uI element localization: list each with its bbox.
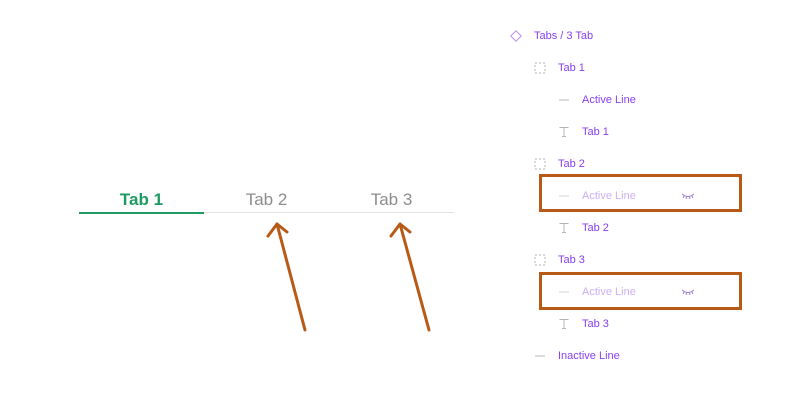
layer-label: Active Line	[582, 286, 636, 298]
layer-label: Tab 3	[558, 254, 585, 266]
highlight-box-tab-3-active-line	[539, 272, 742, 310]
frame-icon	[534, 158, 546, 170]
text-icon	[559, 319, 569, 329]
tab-3[interactable]: Tab 3	[329, 186, 454, 213]
text-icon	[559, 127, 569, 137]
line-icon	[559, 195, 569, 197]
line-icon	[559, 291, 569, 293]
layer-label: Tab 1	[582, 126, 609, 138]
arrow-to-tab-2	[266, 222, 307, 332]
line-icon	[559, 99, 569, 101]
tab-2[interactable]: Tab 2	[204, 186, 329, 213]
layer-label: Tab 1	[558, 62, 585, 74]
layer-label: Tabs / 3 Tab	[534, 30, 594, 42]
tab-1[interactable]: Tab 1	[79, 186, 204, 214]
highlight-box-tab-2-active-line	[539, 174, 742, 212]
tabs-component: Tab 1 Tab 2 Tab 3	[79, 186, 454, 214]
line-icon	[535, 355, 545, 357]
eye-closed-icon[interactable]	[681, 191, 695, 201]
layer-label: Inactive Line	[558, 350, 620, 362]
active-line	[79, 212, 204, 214]
layer-label: Tab 3	[582, 318, 609, 330]
frame-icon	[534, 254, 546, 266]
eye-closed-icon[interactable]	[681, 287, 695, 297]
tab-1-label: Tab 1	[119, 190, 164, 209]
layer-label: Tab 2	[582, 222, 609, 234]
frame-icon	[534, 62, 546, 74]
tab-2-label: Tab 2	[245, 190, 288, 209]
layer-label: Active Line	[582, 190, 636, 202]
tab-3-label: Tab 3	[370, 190, 413, 209]
inactive-line	[79, 212, 454, 213]
layer-label: Tab 2	[558, 158, 585, 170]
text-icon	[559, 223, 569, 233]
component-diamond-icon	[510, 30, 522, 42]
layer-label: Active Line	[582, 94, 636, 106]
arrow-to-tab-3	[389, 222, 431, 332]
